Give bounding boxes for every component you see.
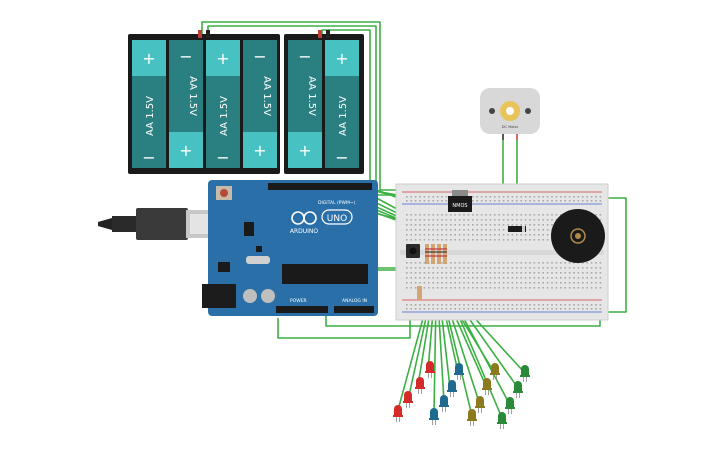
led-icon	[467, 409, 477, 426]
pushbutton-icon[interactable]	[406, 244, 420, 258]
battery-cell: + − AA 1.5V	[325, 40, 359, 168]
resistor-icon	[425, 244, 429, 264]
led-icon	[425, 361, 435, 378]
led-icon	[490, 363, 500, 380]
svg-text:−: −	[253, 47, 266, 66]
resistor-array	[417, 244, 447, 300]
led-icon	[520, 365, 530, 382]
svg-text:+: +	[142, 49, 155, 68]
svg-text:ARDUINO: ARDUINO	[290, 228, 319, 235]
motor-icon: DC Motor	[480, 88, 540, 140]
transistor-chip: NMOS	[448, 190, 472, 212]
resistor-icon	[431, 244, 435, 264]
svg-text:+: +	[179, 141, 192, 160]
battery-cell: − + AA 1.5V	[169, 40, 203, 168]
led-icon	[447, 380, 457, 397]
usb-cable-icon	[98, 208, 226, 240]
led-icon	[513, 381, 523, 398]
battery-cell: − + AA 1.5V	[288, 40, 322, 168]
svg-text:AA 1.5V: AA 1.5V	[219, 96, 230, 136]
svg-text:+: +	[253, 141, 266, 160]
svg-text:−: −	[335, 148, 348, 167]
svg-text:AA 1.5V: AA 1.5V	[261, 76, 272, 116]
led-icon	[497, 412, 507, 429]
battery-pack-2: − + AA 1.5V + − AA 1.5V	[284, 30, 364, 174]
svg-text:AA 1.5V: AA 1.5V	[306, 76, 317, 116]
svg-text:UNO: UNO	[327, 214, 347, 224]
led-icon	[482, 378, 492, 395]
svg-text:AA 1.5V: AA 1.5V	[187, 76, 198, 116]
resistor-icon	[437, 244, 441, 264]
svg-text:−: −	[142, 148, 155, 167]
led-icon	[439, 395, 449, 412]
led-icon	[403, 391, 413, 408]
svg-text:+: +	[298, 141, 311, 160]
resistor-icon	[443, 244, 447, 264]
diode	[508, 226, 526, 232]
svg-text:−: −	[216, 148, 229, 167]
battery-pack-4: + − AA 1.5V − + AA 1.5V + − AA 1.5V − + …	[128, 30, 280, 174]
led-icon	[429, 408, 439, 425]
svg-text:AA 1.5V: AA 1.5V	[145, 96, 156, 136]
svg-text:ANALOG IN: ANALOG IN	[342, 298, 367, 304]
svg-text:NMOS: NMOS	[452, 203, 467, 209]
svg-text:+: +	[335, 49, 348, 68]
led-icon	[415, 377, 425, 394]
svg-text:−: −	[298, 47, 311, 66]
battery-cell: − + AA 1.5V	[243, 40, 277, 168]
led-icon	[505, 397, 515, 414]
svg-text:+: +	[216, 49, 229, 68]
battery-cell: + − AA 1.5V	[206, 40, 240, 168]
svg-text:DC Motor: DC Motor	[502, 125, 519, 129]
svg-text:POWER: POWER	[290, 298, 307, 304]
buzzer-icon	[551, 209, 605, 263]
svg-text:DIGITAL (PWM~): DIGITAL (PWM~)	[318, 200, 356, 206]
arduino-uno-board: ARDUINO UNO DIGITAL (PWM~) POWER ANALOG …	[202, 180, 378, 316]
battery-cell: + − AA 1.5V	[132, 40, 166, 168]
led-icon	[393, 405, 403, 422]
svg-text:−: −	[179, 47, 192, 66]
led-icon	[454, 363, 464, 380]
led-array	[393, 361, 530, 429]
svg-text:AA 1.5V: AA 1.5V	[338, 96, 349, 136]
led-icon	[475, 396, 485, 413]
resistor-icon	[417, 286, 422, 300]
